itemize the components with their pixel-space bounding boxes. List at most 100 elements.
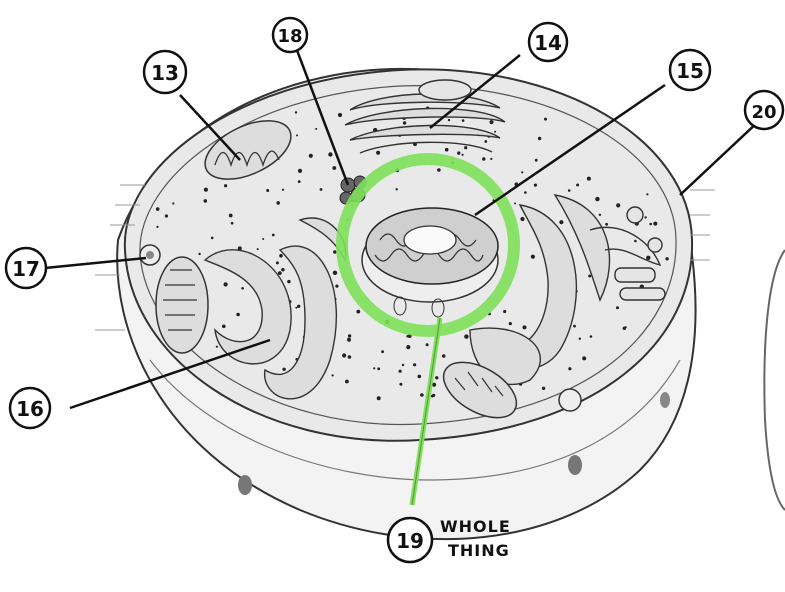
granule: [399, 383, 402, 386]
granule: [442, 354, 446, 358]
granule: [605, 223, 608, 226]
granule: [236, 313, 240, 317]
granule: [328, 152, 332, 156]
granule: [204, 188, 208, 192]
granule: [590, 335, 593, 338]
granule: [418, 375, 422, 379]
granule: [544, 118, 547, 121]
svg-text:16: 16: [16, 397, 44, 421]
granule: [295, 111, 297, 113]
svg-text:14: 14: [534, 31, 562, 55]
granule: [464, 334, 468, 338]
svg-text:20: 20: [751, 102, 776, 123]
granule: [348, 334, 351, 337]
granule: [616, 203, 620, 207]
granule: [373, 367, 375, 369]
granule: [335, 285, 338, 288]
granule: [381, 350, 384, 353]
granule: [587, 177, 591, 181]
svg-text:17: 17: [12, 257, 40, 281]
granule: [297, 305, 300, 308]
granule: [298, 180, 301, 183]
granule: [644, 216, 646, 218]
granule: [333, 250, 336, 253]
granule: [568, 367, 571, 370]
granule: [509, 322, 512, 325]
granule: [462, 119, 465, 122]
granule: [406, 335, 408, 337]
granule: [432, 394, 435, 397]
granule: [579, 338, 581, 340]
granule: [156, 207, 160, 211]
granule: [309, 154, 313, 158]
granule: [599, 214, 601, 216]
label-19: 19: [388, 518, 432, 562]
granule: [276, 201, 280, 205]
granule: [204, 199, 208, 203]
granule: [503, 310, 506, 313]
granule: [262, 238, 264, 240]
granule: [224, 184, 227, 187]
granule: [216, 346, 218, 348]
svg-text:15: 15: [676, 59, 704, 83]
granule: [298, 169, 302, 173]
label-20: 20: [745, 91, 783, 129]
granule: [403, 121, 406, 124]
granule: [156, 226, 158, 228]
granule: [276, 261, 279, 264]
granule: [588, 275, 591, 278]
granule: [542, 387, 545, 390]
granule: [347, 338, 351, 342]
granule: [484, 140, 487, 143]
granule: [535, 159, 538, 162]
granule: [222, 325, 226, 329]
granule: [282, 368, 285, 371]
granule: [278, 271, 282, 275]
label-16: 16: [10, 388, 50, 428]
granule: [520, 217, 524, 221]
granule: [332, 374, 334, 376]
granule: [576, 184, 579, 187]
granule: [296, 134, 298, 136]
granule: [573, 325, 576, 328]
granule: [413, 363, 416, 366]
side-pore: [660, 392, 670, 408]
granule: [448, 119, 450, 121]
granule: [320, 188, 323, 191]
granule: [435, 376, 438, 379]
granule: [198, 253, 200, 255]
granule: [287, 280, 290, 283]
granule: [616, 306, 619, 309]
granule: [229, 214, 233, 218]
granule: [356, 310, 360, 314]
label-18: 18: [273, 18, 307, 52]
svg-text:13: 13: [151, 61, 179, 85]
granule: [281, 268, 284, 271]
granule: [402, 364, 404, 366]
granule: [534, 184, 537, 187]
granule: [345, 380, 349, 384]
granule: [266, 189, 269, 192]
granule: [445, 148, 449, 152]
note-line-2: THING: [448, 541, 510, 560]
granule: [420, 393, 424, 397]
note-line-1: WHOLE: [440, 517, 511, 536]
vesicle-left: [140, 245, 160, 265]
granule: [279, 254, 283, 258]
granule: [165, 214, 168, 217]
nucleolus: [404, 226, 456, 254]
granule: [457, 151, 460, 154]
granule: [514, 203, 516, 205]
granule: [241, 287, 244, 290]
granule: [333, 271, 337, 275]
granule: [625, 326, 627, 328]
granule: [376, 151, 380, 155]
granule: [257, 248, 259, 250]
granule: [649, 223, 652, 226]
granule: [462, 154, 464, 156]
granule: [224, 282, 228, 286]
granule: [464, 146, 467, 149]
granule: [338, 113, 342, 117]
label-14: 14: [529, 23, 567, 61]
